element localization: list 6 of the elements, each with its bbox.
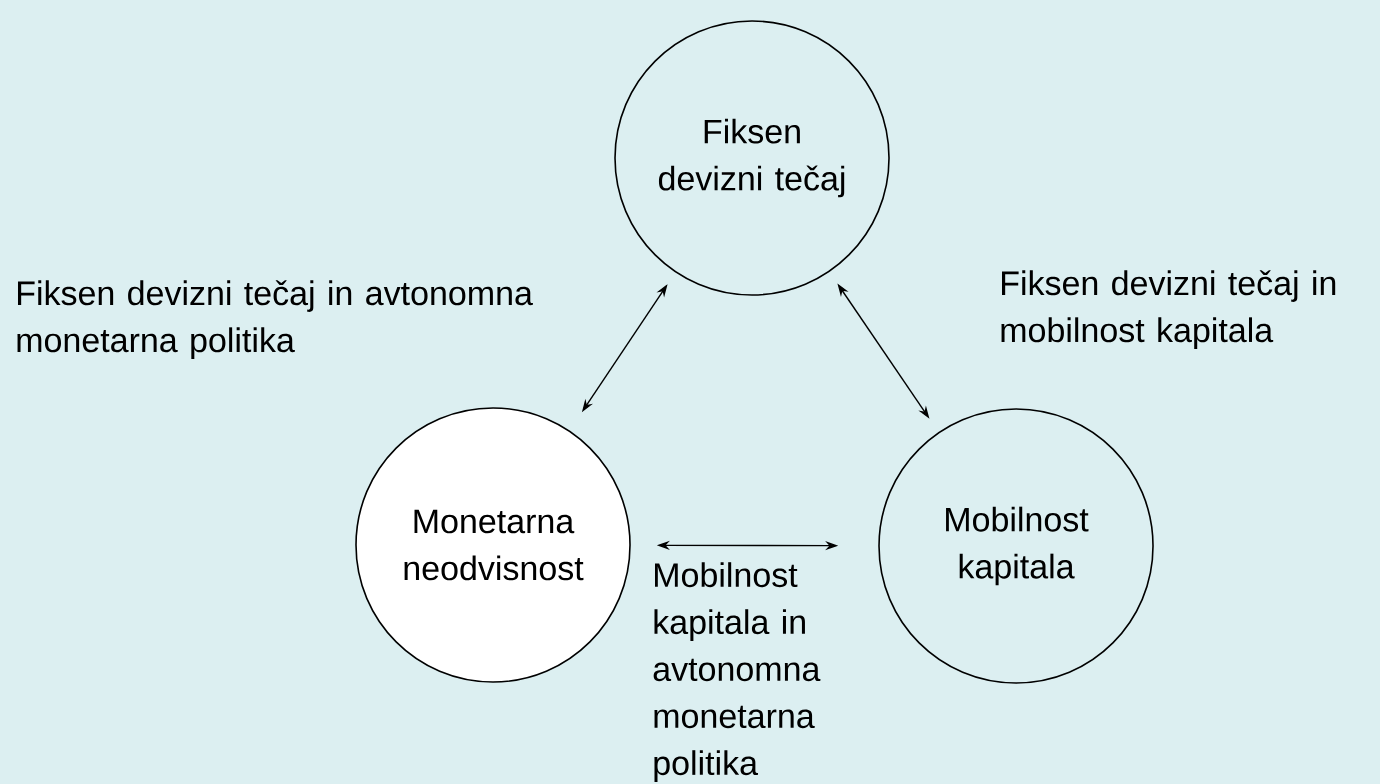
- circle-node: Fiksen devizni tečaj: [614, 20, 890, 296]
- edge-label: Mobilnost kapitala in avtonomna monetarna politika: [653, 562, 821, 782]
- circle-node: Monetarna neodvisnost: [355, 407, 631, 683]
- edge-label: Fiksen devizni tečaj in avtonomna monetarna politika: [17, 280, 533, 359]
- circle-node: Mobilnost kapitala: [878, 408, 1154, 684]
- edge-label: Fiksen devizni tečaj in mobilnost kapitala: [1001, 270, 1336, 349]
